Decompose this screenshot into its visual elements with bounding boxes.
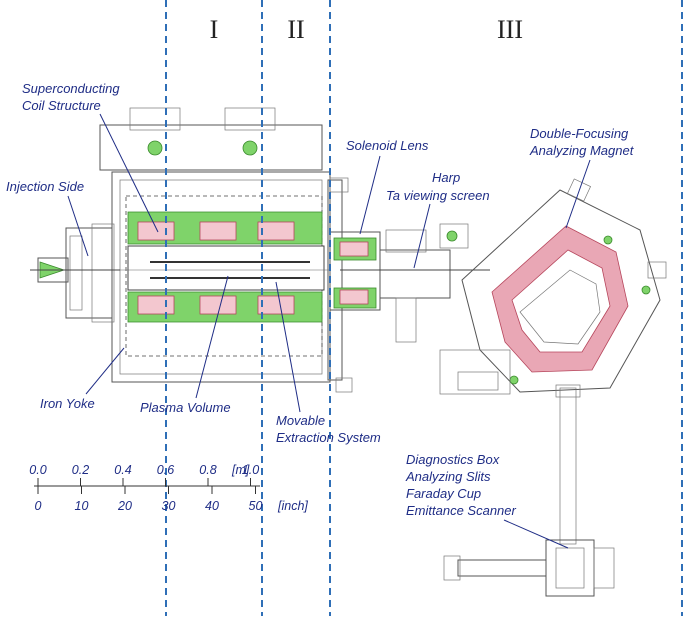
magnet-label-line2: Analyzing Magnet <box>529 143 635 158</box>
magnet-fitting <box>603 235 613 245</box>
magnet-fitting <box>641 285 651 295</box>
analyzing-magnet <box>439 178 667 597</box>
injection-flange-plate <box>91 223 115 323</box>
coil-winding <box>137 221 175 241</box>
harp-label-line1: Harp <box>432 170 460 185</box>
diagnostics-box-inner <box>555 547 585 589</box>
viewing-port <box>439 223 469 249</box>
ion-source-assembly <box>30 107 343 383</box>
top-flange <box>99 124 323 171</box>
solenoid-leader <box>359 155 381 235</box>
plasma-volume-leader <box>195 275 229 399</box>
magnet-pole <box>519 269 601 345</box>
meter-tick-label: 0.2 <box>72 463 89 477</box>
meter-tick-label: 0.6 <box>157 463 174 477</box>
top-connector-left <box>147 140 163 156</box>
iron-yoke-leader <box>85 347 125 395</box>
inch-tick-label: 10 <box>75 499 89 513</box>
diagnostics-label-line3: Faraday Cup <box>406 486 481 501</box>
region-label-2: II <box>287 15 304 44</box>
solenoid-winding <box>339 289 369 305</box>
magnet-bracket <box>647 261 667 279</box>
top-port-right <box>224 107 276 131</box>
viewing-port-window <box>446 230 458 242</box>
magnet-leader <box>565 159 591 229</box>
injection-flange <box>65 227 113 319</box>
lower-port <box>395 297 417 343</box>
harp-actuator <box>385 229 427 253</box>
inch-ticks: 0 10 20 30 40 50 <box>35 486 263 513</box>
magnet-frame <box>461 189 661 393</box>
scale-bar: 0.0 0.2 0.4 0.6 0.8 1.0 0 10 20 30 40 50 [m] [inch… <box>29 463 308 513</box>
plasma-volume-label: Plasma Volume <box>140 400 231 415</box>
diagnostics-label-line2: Analyzing Slits <box>405 469 491 484</box>
meter-unit: [m] <box>231 463 250 477</box>
extraction-label-line1: Movable <box>276 413 325 428</box>
solenoid-lens-label: Solenoid Lens <box>346 138 429 153</box>
magnet-label-line1: Double-Focusing <box>530 126 629 141</box>
diagnostics-box <box>545 539 595 597</box>
inch-tick-label: 30 <box>162 499 176 513</box>
side-bracket <box>335 377 353 393</box>
region-label-1: I <box>210 15 219 44</box>
inch-tick-label: 0 <box>35 499 42 513</box>
coil-winding <box>257 221 295 241</box>
vertical-beamline <box>559 387 577 545</box>
support-frame <box>439 349 511 395</box>
meter-ticks: 0.0 0.2 0.4 0.6 0.8 1.0 <box>29 463 259 486</box>
scanner-actuator <box>443 555 461 581</box>
diagnostics-leader <box>503 519 569 549</box>
injection-side-label: Injection Side <box>6 179 84 194</box>
beamline-flange <box>555 384 581 398</box>
diagnostics-label-line1: Diagnostics Box <box>406 452 500 467</box>
region-label-3: III <box>497 15 523 44</box>
solenoid-winding <box>339 241 369 257</box>
extraction-label-line2: Extraction System <box>276 430 381 445</box>
coil-winding <box>257 295 295 315</box>
coil-winding <box>199 295 237 315</box>
meter-tick-label: 0.8 <box>199 463 216 477</box>
injection-side-leader <box>67 195 89 257</box>
top-port-left <box>129 107 181 131</box>
harp-chamber <box>379 249 451 299</box>
superconducting-leader <box>99 113 159 233</box>
coil-winding <box>137 295 175 315</box>
meter-tick-label: 1.0 <box>242 463 259 477</box>
diagnostics-label-line4: Emittance Scanner <box>406 503 517 518</box>
meter-tick-label: 0.4 <box>114 463 131 477</box>
superconducting-label-line2: Coil Structure <box>22 98 101 113</box>
superconducting-label-line1: Superconducting <box>22 81 120 96</box>
emittance-scanner-arm <box>457 559 547 577</box>
inch-tick-label: 20 <box>117 499 132 513</box>
magnet-fitting <box>509 375 519 385</box>
housing-side-flange <box>327 179 343 381</box>
harp-leader <box>413 203 431 269</box>
extraction-leader <box>275 281 301 413</box>
injection-rods <box>69 235 83 311</box>
support-frame-inner <box>457 371 499 391</box>
transport-section <box>329 177 490 393</box>
meter-tick-label: 0.0 <box>29 463 46 477</box>
faraday-cup-port <box>593 547 615 589</box>
iron-yoke-label: Iron Yoke <box>40 396 95 411</box>
inch-unit: [inch] <box>277 499 308 513</box>
magnet-coil <box>491 225 629 373</box>
top-connector-right <box>242 140 258 156</box>
inch-tick-label: 40 <box>205 499 219 513</box>
coil-winding <box>199 221 237 241</box>
inch-tick-label: 50 <box>249 499 263 513</box>
harp-label-line2: Ta viewing screen <box>386 188 490 203</box>
